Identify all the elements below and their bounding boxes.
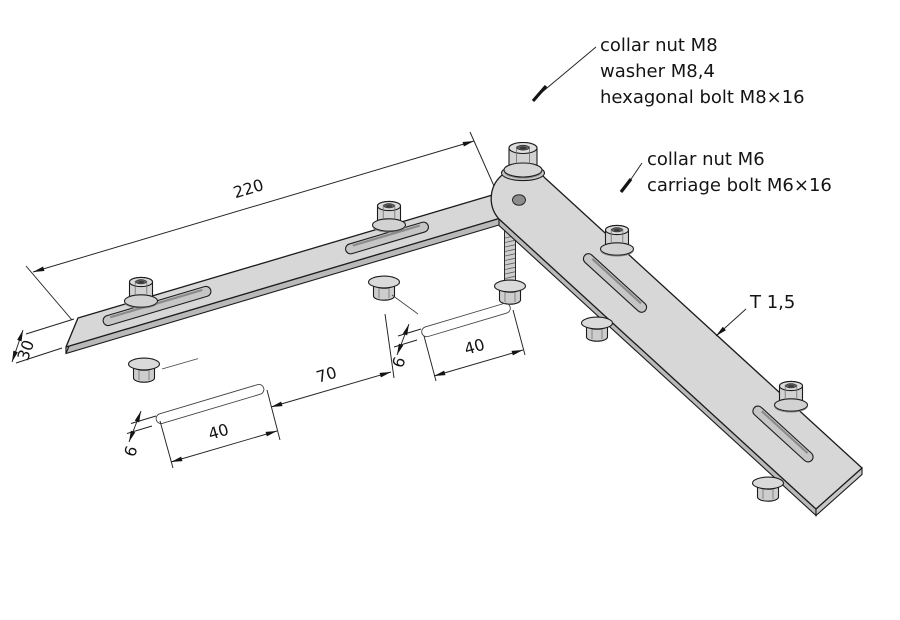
angled-slotted-bar: [490, 167, 863, 517]
dim-mid-slot-length: 40: [423, 309, 526, 382]
dim-mid-slot-width: 6: [388, 323, 422, 370]
thickness-label: T 1,5: [749, 292, 795, 313]
bar2-bottom-face: [498, 217, 817, 517]
dim-left-slot-length: 40: [159, 389, 281, 469]
dim-bar-width-label: 30: [14, 337, 39, 362]
bar2-slot-upper: [582, 253, 648, 313]
bolt-head-under-bar2-lower: [751, 476, 785, 502]
dim-mid-slot-length-label: 40: [462, 335, 487, 359]
collar-nut-m8: [500, 141, 546, 182]
collar-nut-m6-bar2-lower: [773, 380, 809, 413]
dim-left-slot-length-label: 40: [206, 420, 231, 444]
dim-bar-width: 30: [11, 318, 75, 364]
bolt-head-under-left: [127, 357, 161, 383]
callout-m6-line2: carriage bolt M6×16: [647, 175, 832, 196]
centerline-mid: [391, 294, 419, 315]
collar-nut-m6-bar1-left: [123, 276, 159, 309]
bar2-end-hole: [512, 194, 526, 206]
centerline-left: [161, 358, 199, 370]
long-slotted-bar: [65, 187, 517, 355]
callout-thickness: T 1,5: [715, 292, 795, 337]
dim-mid-slot-width-label: 6: [388, 354, 409, 370]
callout-m6-line1: collar nut M6: [647, 149, 765, 170]
dim-slot-spacing: 70: [270, 313, 395, 408]
callout-m8-line1: collar nut M8: [600, 35, 718, 56]
callout-m8: collar nut M8 washer M8,4 hexagonal bolt…: [531, 35, 805, 108]
slot-projection-left: [155, 383, 265, 425]
bolt-head-under-bar2-upper: [580, 316, 614, 342]
bolt-head-under-mid: [367, 275, 401, 301]
bar2-slot-lower: [752, 405, 814, 463]
bar1-top-face: [65, 187, 517, 348]
dim-left-slot-width: 6: [120, 410, 157, 459]
callout-m6: collar nut M6 carriage bolt M6×16: [619, 149, 832, 196]
hex-bolt-m8-head: [493, 279, 527, 305]
collar-nut-m6-bar1-mid: [371, 200, 407, 233]
callout-m8-line2: washer M8,4: [600, 61, 715, 82]
slot-projection-mid: [421, 302, 511, 338]
dim-left-slot-width-label: 6: [120, 443, 141, 459]
dim-slot-spacing-label: 70: [314, 363, 339, 387]
callout-m8-line3: hexagonal bolt M8×16: [600, 87, 805, 108]
collar-nut-m6-bar2-upper: [599, 224, 635, 257]
thread-hatch: [504, 235, 516, 279]
dim-bar-length-label: 220: [231, 175, 266, 202]
